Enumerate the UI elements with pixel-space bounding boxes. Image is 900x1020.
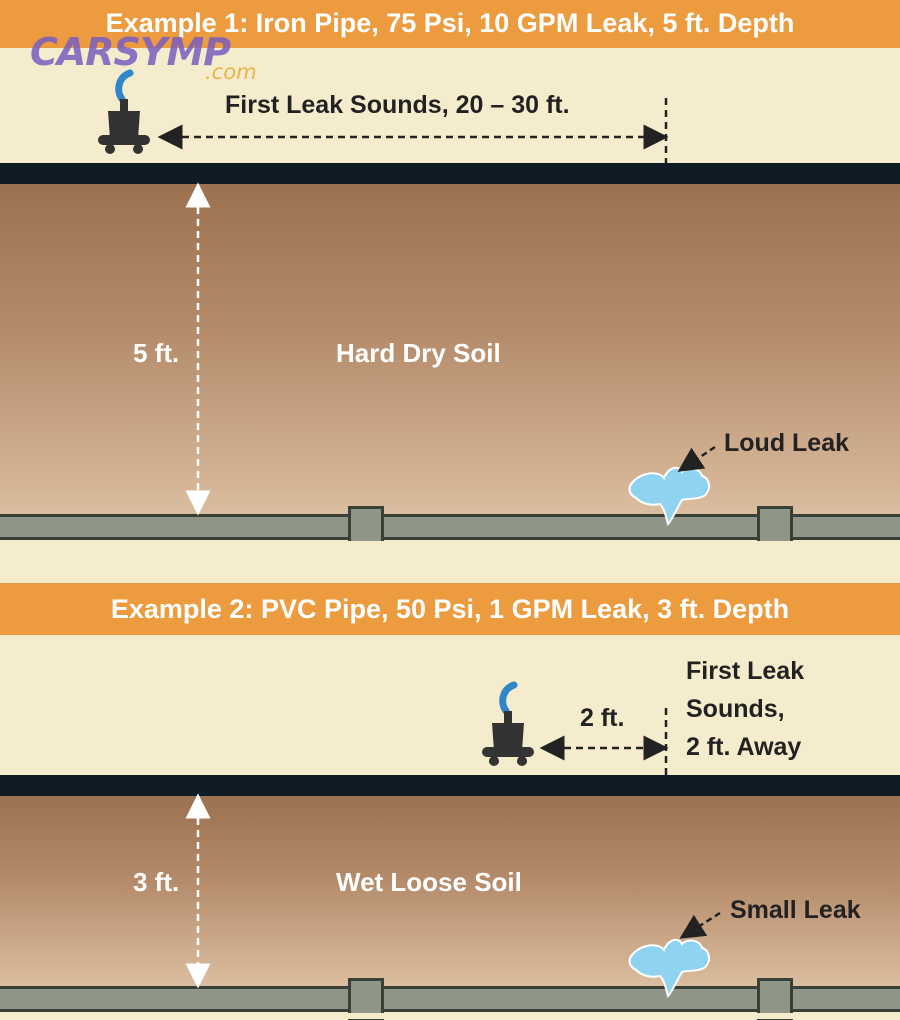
water-splash-icon <box>628 938 711 997</box>
microphone-sensor-icon <box>98 73 150 154</box>
pipe-2 <box>0 986 900 1012</box>
example-2-sounds-label: First Leak Sounds, 2 ft. Away <box>686 652 804 766</box>
example-2-title: Example 2: PVC Pipe, 50 Psi, 1 GPM Leak,… <box>0 583 900 635</box>
example-2-depth-label: 3 ft. <box>133 867 180 897</box>
watermark-domain: .com <box>205 60 257 84</box>
sounds-label-line: Sounds, <box>686 695 785 723</box>
example-1-leak-label: Loud Leak <box>724 429 850 457</box>
microphone-sensor-icon <box>482 685 534 766</box>
soil-layer-2 <box>0 796 900 986</box>
soil-layer-1 <box>0 184 900 515</box>
section-gap <box>0 541 900 583</box>
watermark-logo: CARSYMP <box>30 30 231 74</box>
ground-surface-2 <box>0 775 900 796</box>
ground-surface-1 <box>0 163 900 184</box>
pipe-1 <box>0 514 900 540</box>
example-2-distance-label: 2 ft. <box>580 704 625 732</box>
example-2-soil-label: Wet Loose Soil <box>336 867 522 897</box>
sounds-label-line: 2 ft. Away <box>686 733 802 761</box>
bottom-edge <box>0 1013 900 1019</box>
example-2-leak-label: Small Leak <box>730 896 861 924</box>
water-splash-icon <box>628 466 711 525</box>
example-1-title: Example 1: Iron Pipe, 75 Psi, 10 GPM Lea… <box>0 0 900 48</box>
example-1-soil-label: Hard Dry Soil <box>336 338 501 368</box>
ground-surface-area-2 <box>0 635 900 775</box>
sounds-label-line: First Leak <box>686 657 805 685</box>
example-1-depth-label: 5 ft. <box>133 338 180 368</box>
leak-pointer-arrow <box>679 911 721 939</box>
leak-pointer-arrow <box>677 445 716 472</box>
example-1-distance-label: First Leak Sounds, 20 – 30 ft. <box>225 91 570 119</box>
